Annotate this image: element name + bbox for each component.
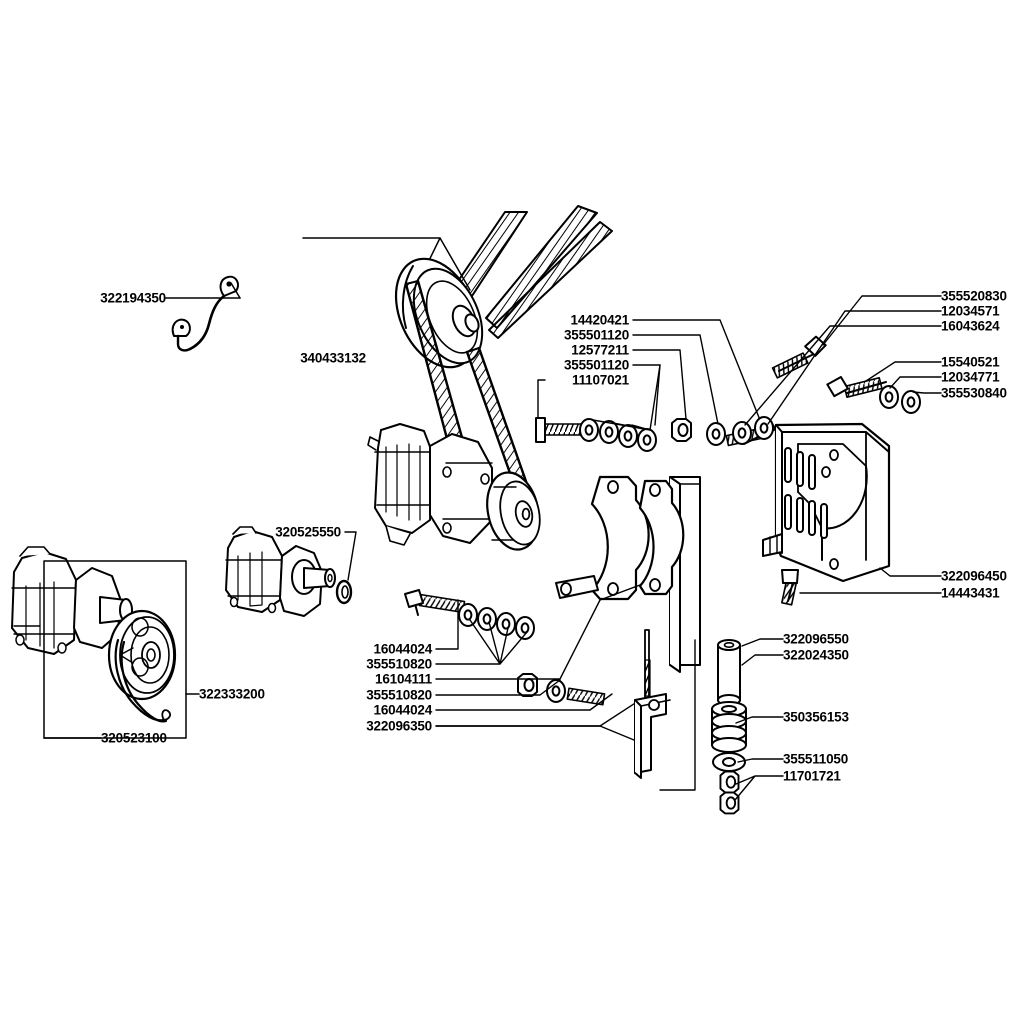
drive-belt-part	[302, 205, 613, 492]
label-compressor-assembly: 322333200	[199, 686, 265, 702]
label-washer-16104111: 16104111	[375, 671, 432, 687]
spring-stack	[659, 638, 784, 815]
label-bolt-16044024-a: 16044024	[373, 641, 433, 657]
label-nut-11701721: 11701721	[783, 768, 841, 784]
label-washer-355501120-b: 355501120	[563, 357, 629, 373]
label-nut-11107021: 11107021	[572, 372, 629, 388]
label-drive-belt: 340433132	[300, 350, 366, 366]
label-bracket-322096450: 322096450	[941, 568, 1007, 584]
alternator-part	[367, 423, 541, 551]
label-bolt-355520830: 355520830	[941, 288, 1007, 304]
label-washer-16044024-b: 16044024	[373, 702, 433, 718]
label-washer-12577211: 12577211	[571, 342, 629, 358]
right-top-hardware	[732, 295, 942, 445]
clutch-lead-wire-part	[165, 275, 241, 352]
lower-hardware-row	[404, 584, 641, 727]
l-bracket-and-rod	[435, 629, 671, 779]
label-clutch-pulley: 320523100	[101, 730, 167, 746]
label-bolt-14420421: 14420421	[570, 312, 630, 328]
label-compressor-oring: 320525550	[275, 524, 341, 540]
label-washer-355511050: 355511050	[783, 751, 849, 767]
label-spacer-322024350: 322024350	[783, 647, 849, 663]
compressor-upper-part	[225, 526, 357, 617]
label-bolt-15540521: 15540521	[941, 354, 1000, 370]
label-washer-355501120-a: 355501120	[563, 327, 629, 343]
label-washer-16043624: 16043624	[941, 318, 1000, 334]
label-washer-12034571: 12034571	[941, 303, 1000, 319]
mounting-bracket-322096450	[762, 422, 942, 606]
label-spring-350356153: 350356153	[783, 709, 849, 725]
label-clutch-lead-wire: 322194350	[100, 290, 166, 306]
compressor-assembly-322333200	[11, 546, 200, 739]
label-washer-355510820-b: 355510820	[366, 687, 432, 703]
label-rod-322096550: 322096550	[783, 631, 849, 647]
label-washer-355530840: 355530840	[941, 385, 1007, 401]
label-washer-12034771: 12034771	[941, 369, 1000, 385]
label-nut-322096350: 322096350	[366, 718, 432, 734]
clamp-and-plate	[555, 475, 701, 673]
label-washer-355510820-a: 355510820	[366, 656, 432, 672]
label-bolt-14443431: 14443431	[941, 585, 1000, 601]
